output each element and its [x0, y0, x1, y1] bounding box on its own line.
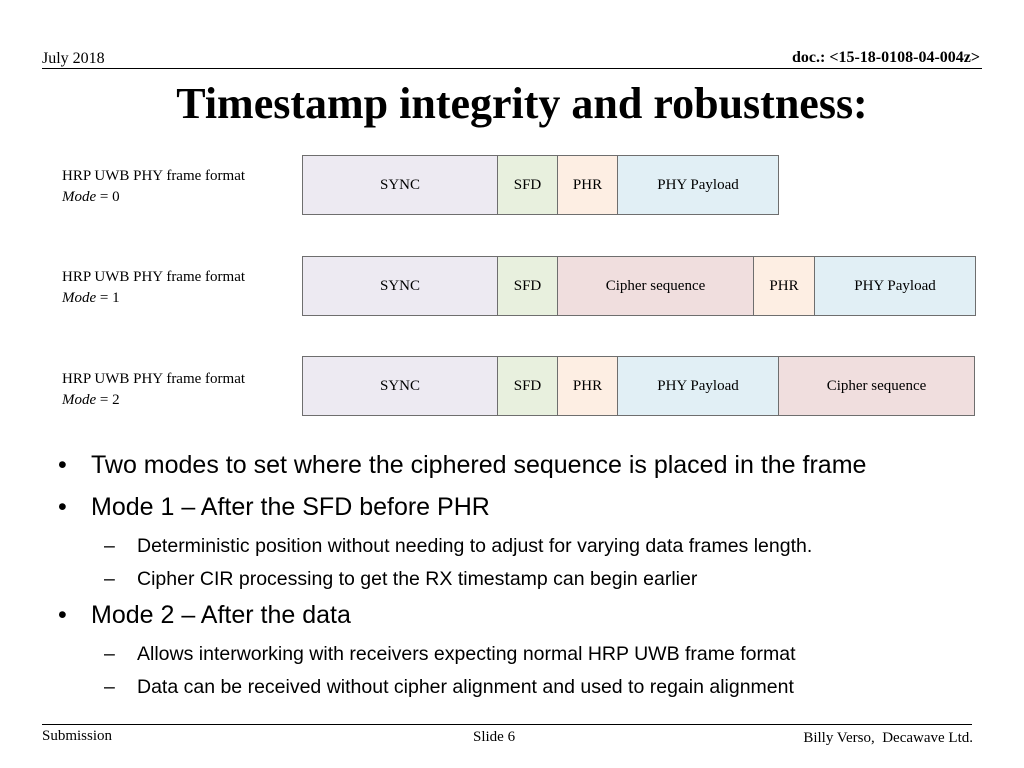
sub-bullet-item: –Deterministic position without needing …: [58, 534, 998, 558]
frame-format-label: HRP UWB PHY frame format: [62, 371, 246, 387]
bullet-marker: •: [58, 601, 67, 629]
mode-value: = 1: [96, 290, 120, 306]
field-cipher-sequence: Cipher sequence: [557, 256, 754, 316]
footer-author: Billy Verso, Decawave Ltd.: [803, 730, 973, 746]
slide-number: Slide 6: [473, 729, 516, 745]
bullet-item: • Mode 2 – After the data: [58, 600, 998, 630]
sub-bullet-item: –Data can be received without cipher ali…: [58, 675, 998, 699]
mode-value: = 2: [96, 392, 120, 408]
frame-label-mode-2: HRP UWB PHY frame format Mode = 2: [62, 369, 245, 411]
slide-title: Timestamp integrity and robustness:: [176, 79, 868, 128]
mode-word: Mode: [62, 290, 97, 306]
footer-submission: Submission: [42, 728, 113, 744]
frame-diagram-mode-1: SYNC SFD Cipher sequence PHR PHY Payload: [302, 256, 976, 316]
field-sync: SYNC: [302, 356, 498, 416]
field-phy-payload: PHY Payload: [617, 155, 779, 215]
frame-mode: Mode = 0: [62, 187, 245, 208]
field-phy-payload: PHY Payload: [617, 356, 779, 416]
frame-diagram-mode-0: SYNC SFD PHR PHY Payload: [302, 155, 779, 215]
document-id: doc.: <15-18-0108-04-004z>: [792, 49, 980, 66]
bullet-list: • Two modes to set where the ciphered seq…: [58, 450, 998, 708]
field-sync: SYNC: [302, 155, 498, 215]
sub-bullet-text: Cipher CIR processing to get the RX time…: [137, 568, 698, 590]
bullet-marker: •: [58, 451, 67, 479]
bullet-text: Mode 1 – After the SFD before PHR: [91, 493, 490, 521]
footer-rule: [42, 724, 972, 725]
bullet-marker: •: [58, 493, 67, 521]
mode-word: Mode: [62, 392, 97, 408]
field-phy-payload: PHY Payload: [814, 256, 976, 316]
frame-label-mode-0: HRP UWB PHY frame format Mode = 0: [62, 166, 245, 208]
mode-word: Mode: [62, 189, 97, 205]
frame-mode: Mode = 1: [62, 288, 245, 309]
frame-label-mode-1: HRP UWB PHY frame format Mode = 1: [62, 267, 245, 309]
field-phr: PHR: [557, 356, 618, 416]
sub-bullet-text: Deterministic position without needing t…: [137, 535, 813, 557]
header-date: July 2018: [42, 50, 105, 67]
mode-value: = 0: [96, 189, 120, 205]
sub-bullet-marker: –: [104, 643, 115, 665]
sub-bullet-text: Allows interworking with receivers expec…: [137, 643, 796, 665]
field-sync: SYNC: [302, 256, 498, 316]
sub-bullet-item: –Cipher CIR processing to get the RX tim…: [58, 567, 998, 591]
field-sfd: SFD: [497, 155, 558, 215]
sub-bullet-text: Data can be received without cipher alig…: [137, 676, 794, 698]
bullet-text: Mode 2 – After the data: [91, 601, 351, 629]
sub-bullet-item: –Allows interworking with receivers expe…: [58, 642, 998, 666]
sub-bullet-marker: –: [104, 568, 115, 590]
frame-diagram-mode-2: SYNC SFD PHR PHY Payload Cipher sequence: [302, 356, 975, 416]
field-sfd: SFD: [497, 356, 558, 416]
bullet-item: • Two modes to set where the ciphered seq…: [58, 450, 998, 480]
header-rule: [42, 68, 982, 69]
field-phr: PHR: [557, 155, 618, 215]
sub-bullet-marker: –: [104, 676, 115, 698]
frame-format-label: HRP UWB PHY frame format: [62, 168, 246, 184]
field-cipher-sequence: Cipher sequence: [778, 356, 975, 416]
sub-bullet-marker: –: [104, 535, 115, 557]
bullet-text: Two modes to set where the ciphered sequ…: [91, 451, 867, 479]
bullet-item: • Mode 1 – After the SFD before PHR: [58, 492, 998, 522]
field-phr: PHR: [753, 256, 815, 316]
frame-format-label: HRP UWB PHY frame format: [62, 269, 246, 285]
field-sfd: SFD: [497, 256, 558, 316]
frame-mode: Mode = 2: [62, 390, 245, 411]
